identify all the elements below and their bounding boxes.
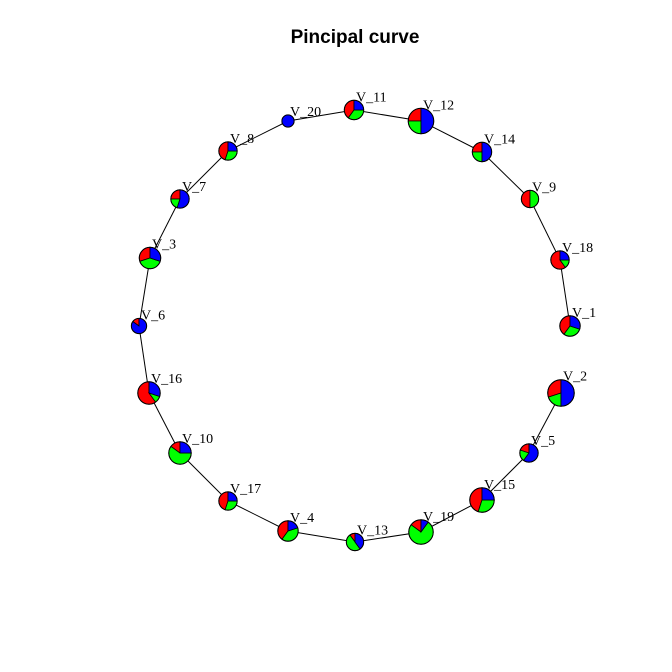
node-label: V_2 xyxy=(563,370,587,385)
edge-V_8-V_7 xyxy=(179,150,229,200)
node-outline xyxy=(408,519,434,545)
node-v-2: V_2 xyxy=(547,370,587,407)
pie-slice-red xyxy=(520,189,531,209)
node-label: V_16 xyxy=(151,372,182,387)
node-v-15: V_15 xyxy=(469,478,515,513)
node-v-19: V_19 xyxy=(408,510,454,545)
node-v-8: V_8 xyxy=(218,132,254,161)
node-outline xyxy=(281,114,295,128)
node-v-6: V_6 xyxy=(130,308,165,335)
node-outline xyxy=(170,189,190,209)
node-v-18: V_18 xyxy=(550,241,593,270)
node-label: V_14 xyxy=(484,132,515,147)
node-label: V_8 xyxy=(230,132,254,147)
node-outline xyxy=(520,189,540,209)
node-label: V_1 xyxy=(572,306,596,321)
node-label: V_13 xyxy=(357,523,388,538)
node-label: V_11 xyxy=(356,90,387,105)
edge-V_1-V_18 xyxy=(559,259,571,327)
edge-V_17-V_4 xyxy=(227,500,289,532)
node-v-11: V_11 xyxy=(343,90,387,121)
node-outline xyxy=(168,441,192,465)
node-v-10: V_10 xyxy=(168,432,213,465)
edge-V_4-V_13 xyxy=(287,530,356,543)
node-outline xyxy=(218,141,238,161)
node-outline xyxy=(407,107,435,135)
node-v-12: V_12 xyxy=(407,98,454,135)
node-label: V_7 xyxy=(182,180,206,195)
node-outline xyxy=(469,487,495,513)
node-outline xyxy=(130,317,148,335)
node-label: V_5 xyxy=(531,434,555,449)
node-v-16: V_16 xyxy=(137,372,182,405)
node-label: V_4 xyxy=(290,511,314,526)
node-label: V_3 xyxy=(152,237,176,252)
node-label: V_18 xyxy=(562,241,593,256)
node-outline xyxy=(345,532,365,552)
node-label: V_6 xyxy=(141,308,165,323)
node-label: V_9 xyxy=(532,180,556,195)
node-label: V_10 xyxy=(182,432,213,447)
node-outline xyxy=(547,379,575,407)
node-v-13: V_13 xyxy=(345,523,388,552)
node-outline xyxy=(471,141,493,163)
node-outline xyxy=(519,443,539,463)
edge-V_18-V_9 xyxy=(529,198,561,261)
node-v-14: V_14 xyxy=(471,132,515,163)
node-v-4: V_4 xyxy=(277,511,314,542)
node-label: V_20 xyxy=(290,105,321,120)
edge-V_9-V_14 xyxy=(481,151,531,200)
node-v-7: V_7 xyxy=(170,180,206,209)
node-v-17: V_17 xyxy=(218,482,261,511)
edge-V_11-V_20 xyxy=(287,109,355,122)
node-label: V_17 xyxy=(230,482,261,497)
edge-V_3-V_6 xyxy=(138,257,151,327)
node-v-20: V_20 xyxy=(281,105,321,128)
node-label: V_15 xyxy=(484,478,515,493)
nodes-group: V_1 V_18 V_9 V_14 V_12 V_11V_20V_8V_7V_3V_6V_… xyxy=(130,90,596,552)
node-outline xyxy=(550,250,570,270)
node-outline xyxy=(218,491,238,511)
node-v-3: V_3 xyxy=(138,237,176,270)
node-label: V_12 xyxy=(423,98,454,113)
node-v-1: V_1 xyxy=(559,306,596,337)
node-outline xyxy=(559,315,581,337)
node-outline xyxy=(277,520,299,542)
chart-title: Pincipal curve xyxy=(290,27,420,48)
node-outline xyxy=(137,381,161,405)
node-label: V_19 xyxy=(423,510,454,525)
node-v-9: V_9 xyxy=(520,180,556,209)
node-outline xyxy=(343,99,365,121)
node-outline xyxy=(138,246,162,270)
edge-V_20-V_8 xyxy=(227,120,289,152)
node-v-5: V_5 xyxy=(519,434,555,463)
